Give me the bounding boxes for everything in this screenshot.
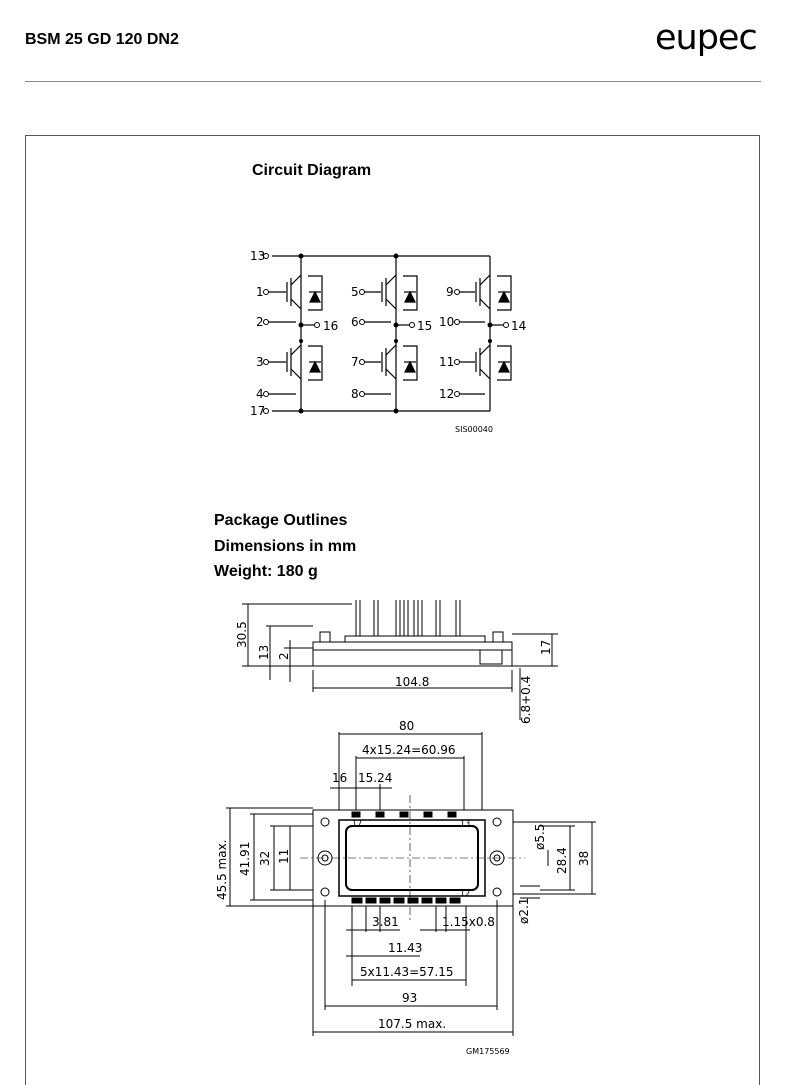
terminal-label: 8 [351, 387, 359, 401]
dim-bot-381: 3.81 [372, 915, 399, 929]
terminal-label: 11 [439, 355, 454, 369]
terminal-label: 13 [250, 249, 265, 263]
dim-left-4191: 41.91 [238, 842, 252, 876]
dim-right-55: ø5.5 [533, 824, 547, 850]
terminal-label: 2 [256, 315, 264, 329]
igbt-cell [475, 344, 512, 381]
igbt-cell [381, 344, 418, 381]
dim-top-pitch: 4x15.24=60.96 [362, 743, 456, 757]
terminal-label: 9 [446, 285, 454, 299]
package-side-view [242, 600, 558, 720]
circuit-heading: Circuit Diagram [252, 162, 372, 179]
dim-bot-93: 93 [402, 991, 417, 1005]
terminal-label: 16 [323, 319, 338, 333]
junction-dots [298, 253, 493, 414]
document-title: BSM 25 GD 120 DN2 [25, 31, 179, 48]
circuit-diagram [266, 255, 503, 412]
brand-logo: eupec [655, 18, 758, 58]
dim-bot-5x: 5x11.43=57.15 [360, 965, 454, 979]
dim-side-2: 2 [277, 652, 291, 660]
circuit-reference: SIS00040 [455, 425, 493, 434]
terminal-label: 7 [351, 355, 359, 369]
igbt-cell [475, 274, 512, 311]
dim-right-21: ø2.1 [517, 898, 531, 924]
dim-left-11: 11 [277, 849, 291, 864]
dim-side-pin: 6.8+0.4 [519, 676, 533, 724]
dim-top-80: 80 [399, 719, 414, 733]
dim-side-13: 13 [257, 645, 271, 660]
terminal-label: 17 [250, 404, 265, 418]
header-divider [25, 81, 761, 82]
package-reference: GM175569 [466, 1047, 510, 1056]
dim-bot-1143: 11.43 [388, 941, 422, 955]
dim-side-17: 17 [539, 640, 553, 655]
package-heading: Package Outlines [214, 512, 348, 529]
dim-right-284: 28.4 [555, 847, 569, 874]
pin-label: 12 [460, 889, 470, 898]
dim-bot-1075: 107.5 max. [378, 1017, 446, 1031]
terminal-label: 4 [256, 387, 264, 401]
terminal-label: 3 [256, 355, 264, 369]
terminal-label: 5 [351, 285, 359, 299]
pin-label: 13 [460, 819, 470, 828]
terminal-label: 10 [439, 315, 454, 329]
terminal-label: 12 [439, 387, 454, 401]
terminal-label: 6 [351, 315, 359, 329]
igbt-cell [286, 344, 323, 381]
package-top-view [226, 732, 596, 1036]
igbt-cell [381, 274, 418, 311]
dimensions-note: Dimensions in mm [214, 538, 357, 555]
dim-side-length: 104.8 [395, 675, 429, 689]
dim-top-15: 15.24 [358, 771, 392, 785]
terminal-label: 14 [511, 319, 526, 333]
dim-left-max: 45.5 max. [215, 840, 229, 901]
content-frame [25, 135, 760, 1085]
pin-label: 17 [352, 819, 362, 828]
terminal-label: 1 [256, 285, 264, 299]
dim-side-height: 30.5 [235, 621, 249, 648]
weight-note: Weight: 180 g [214, 563, 318, 580]
terminal-label: 15 [417, 319, 432, 333]
dim-left-32: 32 [258, 851, 272, 866]
terminal-circles [263, 253, 509, 414]
dim-right-38: 38 [577, 851, 591, 866]
igbt-cell [286, 274, 323, 311]
dim-bot-pin: 1.15x0.8 [442, 915, 495, 929]
dim-top-16: 16 [332, 771, 347, 785]
